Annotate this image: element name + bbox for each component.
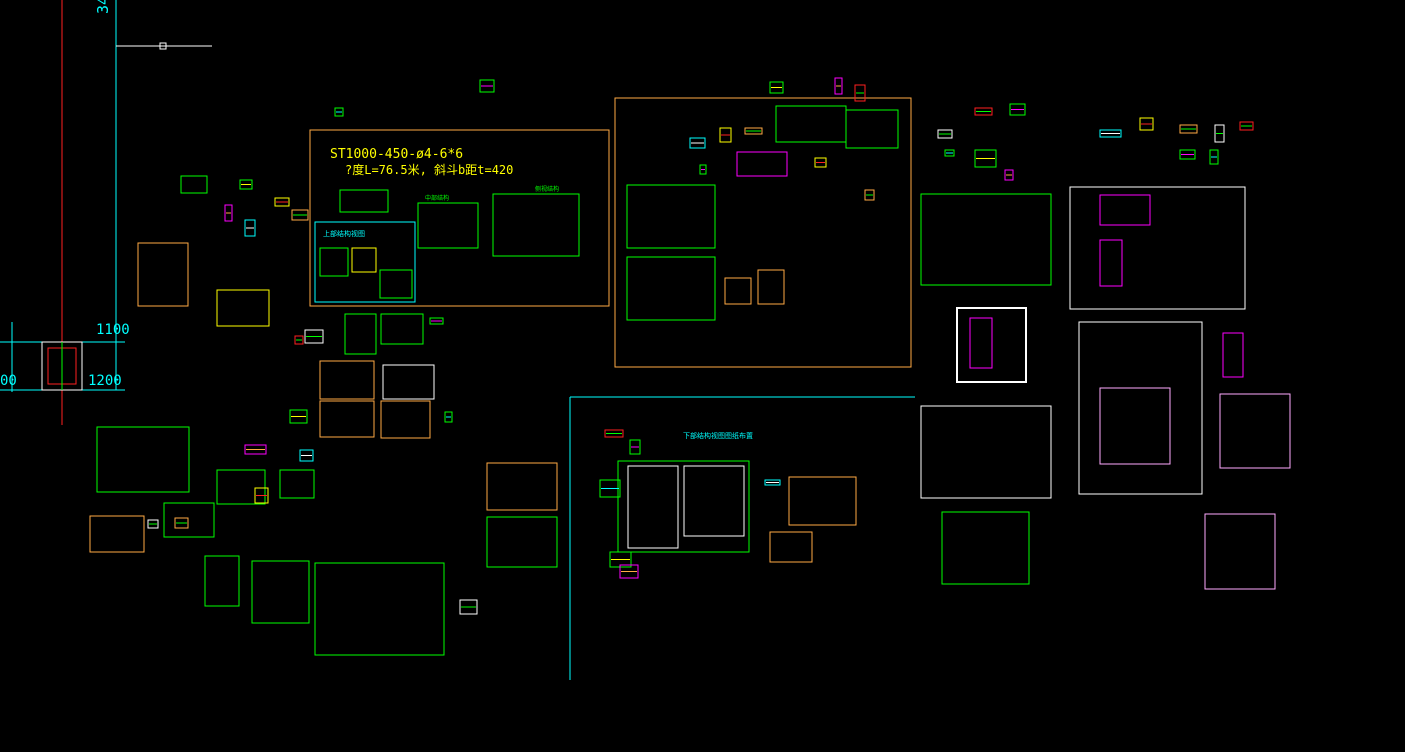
detail-block: [629, 439, 641, 455]
detail-block: [699, 164, 707, 175]
drawing-title-line: ST1000-450-ø4-6*6: [330, 147, 463, 162]
detail-block: [244, 219, 256, 237]
detail-block: [304, 329, 324, 344]
detail-block: [764, 479, 781, 486]
detail-block: [769, 81, 784, 94]
detail-block: [254, 487, 269, 504]
detail-block: [444, 411, 453, 423]
small-detail-blocks: [147, 77, 1254, 615]
detail-block: [1139, 117, 1154, 131]
detail-block: [854, 84, 866, 102]
dim-text-1100: 1100: [96, 322, 130, 338]
detail-block: [864, 189, 875, 201]
detail-block: [604, 429, 624, 438]
detail-block: [814, 157, 827, 168]
detail-block: [291, 209, 309, 221]
drawing-subtitle-line: ?度L=76.5米, 斜斗b距t=420: [345, 162, 513, 177]
detail-block: [274, 197, 290, 207]
title-block-region[interactable]: [309, 129, 610, 307]
detail-block: [1179, 124, 1198, 134]
left-structure-detail[interactable]: [11, 322, 83, 392]
detail-block: [1214, 124, 1225, 143]
detail-block: [429, 317, 444, 325]
detail-block: [239, 179, 253, 190]
detail-block: [744, 127, 763, 135]
label-lower-title: 下部结构视图图纸布置: [683, 431, 753, 440]
detail-block: [299, 449, 314, 462]
detail-block: [1209, 149, 1219, 165]
detail-block: [689, 137, 706, 149]
detail-block: [1009, 103, 1026, 116]
detail-block: [599, 479, 621, 498]
large-orange-frame[interactable]: [614, 97, 912, 368]
detail-block: [719, 127, 732, 143]
detail-block: [224, 204, 233, 222]
dim-text-left: 00: [0, 373, 17, 389]
detail-block: [244, 444, 267, 455]
detail-block: [619, 564, 639, 579]
detail-block: [974, 149, 997, 168]
detail-block: [147, 519, 159, 529]
detail-block: [974, 107, 993, 116]
dim-text-top: 34: [94, 0, 112, 14]
detail-block: [1004, 169, 1014, 181]
detail-block: [174, 517, 189, 529]
detail-block: [937, 129, 953, 139]
detail-block: [944, 149, 955, 157]
detail-block: [479, 79, 495, 93]
detail-block: [1179, 149, 1196, 160]
label-upper-view: 上部结构视图: [323, 229, 365, 238]
right-region-sheets[interactable]: [920, 186, 1291, 590]
detail-block: [459, 599, 478, 615]
label-side-view: 侧视结构: [535, 185, 559, 193]
left-cluster-sheets[interactable]: [89, 175, 445, 656]
detail-block: [294, 335, 304, 345]
detail-block: [334, 107, 344, 117]
dim-text-1200: 1200: [88, 373, 122, 389]
lower-center-sheet[interactable]: [486, 460, 857, 568]
detail-block: [1239, 121, 1254, 131]
detail-block: [289, 409, 308, 424]
label-middle-view: 中部结构: [425, 194, 449, 202]
detail-block: [834, 77, 843, 95]
detail-block: [1099, 129, 1122, 138]
